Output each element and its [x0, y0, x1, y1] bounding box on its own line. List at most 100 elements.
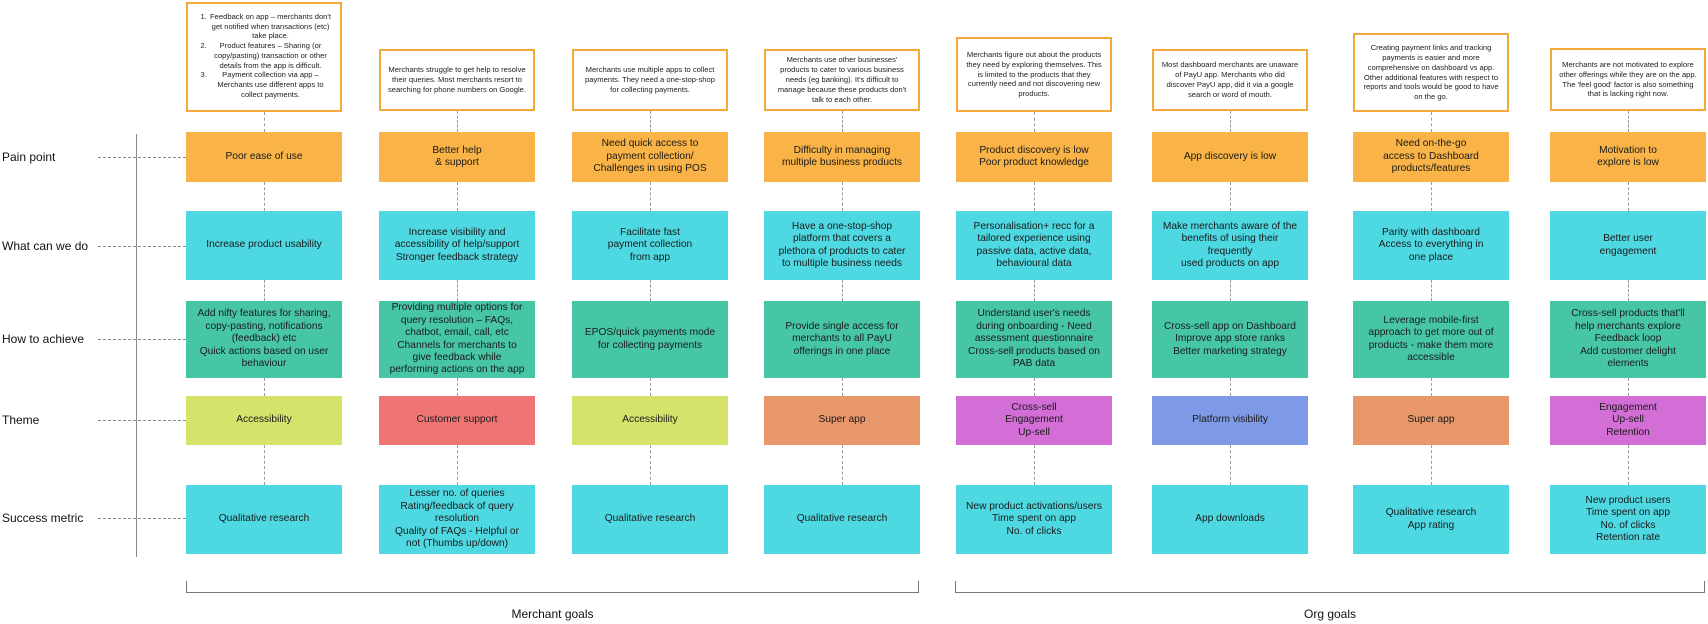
column-connector	[1628, 182, 1629, 211]
achieve-card: Add nifty features for sharing, copy-pas…	[186, 301, 342, 378]
column-connector	[1230, 111, 1231, 132]
merchant-goals-label: Merchant goals	[511, 607, 594, 621]
column-connector	[1431, 280, 1432, 301]
column-connector	[264, 445, 265, 485]
column-connector	[1230, 182, 1231, 211]
theme-card: Accessibility	[186, 396, 342, 445]
column-connector	[1431, 182, 1432, 211]
insight-note: Feedback on app – merchants don't get no…	[186, 2, 342, 112]
insight-note-item: Product features – Sharing (or copy/past…	[209, 41, 332, 70]
pain-card: Need on-the-go access to Dashboard produ…	[1353, 132, 1509, 182]
theme-card: Customer support	[379, 396, 535, 445]
achieve-card: Provide single access for merchants to a…	[764, 301, 920, 378]
column-connector	[457, 378, 458, 396]
column-connector	[650, 111, 651, 132]
column-connector	[264, 280, 265, 301]
cando-card: Parity with dashboard Access to everythi…	[1353, 211, 1509, 280]
column-connector	[1628, 445, 1629, 485]
theme-card: Super app	[1353, 396, 1509, 445]
cando-card: Personalisation+ recc for a tailored exp…	[956, 211, 1112, 280]
metric-card: Qualitative research	[186, 485, 342, 554]
metric-card: New product activations/users Time spent…	[956, 485, 1112, 554]
theme-card: Platform visibility	[1152, 396, 1308, 445]
row-label-theme: Theme	[2, 413, 40, 427]
column-connector	[650, 280, 651, 301]
row-axis-line	[136, 134, 137, 557]
column-connector	[457, 280, 458, 301]
row-connector	[98, 339, 186, 340]
row-label-success-metric: Success metric	[2, 511, 84, 525]
column-connector	[842, 445, 843, 485]
metric-card: Qualitative research	[572, 485, 728, 554]
column-connector	[1034, 280, 1035, 301]
column-connector	[1034, 182, 1035, 211]
column-connector	[457, 445, 458, 485]
achieve-card: Leverage mobile-first approach to get mo…	[1353, 301, 1509, 378]
theme-card: Accessibility	[572, 396, 728, 445]
row-label-how-to-achieve: How to achieve	[2, 332, 85, 346]
column-connector	[1431, 445, 1432, 485]
column-connector	[1628, 280, 1629, 301]
pain-card: Difficulty in managing multiple business…	[764, 132, 920, 182]
column-connector	[457, 182, 458, 211]
column-connector	[842, 111, 843, 132]
column-connector	[1034, 378, 1035, 396]
column-connector	[650, 445, 651, 485]
insight-note: Merchants are not motivated to explore o…	[1550, 48, 1706, 111]
pain-card: Product discovery is low Poor product kn…	[956, 132, 1112, 182]
metric-card: Lesser no. of queries Rating/feedback of…	[379, 485, 535, 554]
metric-card: App downloads	[1152, 485, 1308, 554]
column-connector	[1034, 445, 1035, 485]
row-connector	[98, 246, 186, 247]
achieve-card: Cross-sell products that'll help merchan…	[1550, 301, 1706, 378]
column-connector	[650, 378, 651, 396]
metric-card: Qualitative research App rating	[1353, 485, 1509, 554]
pain-card: Motivation to explore is low	[1550, 132, 1706, 182]
merchant-goals-bracket	[186, 581, 919, 593]
achieve-card: Cross-sell app on Dashboard Improve app …	[1152, 301, 1308, 378]
cando-card: Have a one-stop-shop platform that cover…	[764, 211, 920, 280]
insight-note: Merchants figure out about the products …	[956, 37, 1112, 112]
theme-card: Cross-sell Engagement Up-sell	[956, 396, 1112, 445]
row-connector	[98, 420, 186, 421]
org-goals-label: Org goals	[1303, 607, 1357, 621]
row-label-what-can-we-do: What can we do	[2, 239, 89, 253]
insight-note: Merchants struggle to get help to resolv…	[379, 49, 535, 111]
column-connector	[264, 112, 265, 132]
cando-card: Increase visibility and accessibility of…	[379, 211, 535, 280]
achieve-card: Providing multiple options for query res…	[379, 301, 535, 378]
pain-card: Poor ease of use	[186, 132, 342, 182]
pain-card: Need quick access to payment collection/…	[572, 132, 728, 182]
column-connector	[457, 111, 458, 132]
cando-card: Better user engagement	[1550, 211, 1706, 280]
column-connector	[1431, 112, 1432, 132]
insight-note: Merchants use multiple apps to collect p…	[572, 49, 728, 111]
insight-note-item: Payment collection via app – Merchants u…	[209, 70, 332, 99]
column-connector	[1230, 378, 1231, 396]
column-connector	[842, 280, 843, 301]
column-connector	[1230, 280, 1231, 301]
column-connector	[1628, 111, 1629, 132]
column-connector	[1230, 445, 1231, 485]
metric-card: Qualitative research	[764, 485, 920, 554]
row-connector	[98, 157, 186, 158]
column-connector	[650, 182, 651, 211]
theme-card: Super app	[764, 396, 920, 445]
cando-card: Increase product usability	[186, 211, 342, 280]
column-connector	[842, 182, 843, 211]
cando-card: Make merchants aware of the benefits of …	[1152, 211, 1308, 280]
metric-card: New product users Time spent on app No. …	[1550, 485, 1706, 554]
insight-note: Merchants use other businesses' products…	[764, 49, 920, 111]
insight-note: Most dashboard merchants are unaware of …	[1152, 49, 1308, 111]
column-connector	[264, 182, 265, 211]
row-label-pain-point: Pain point	[2, 150, 56, 164]
insight-note: Creating payment links and tracking paym…	[1353, 33, 1509, 112]
achieve-card: EPOS/quick payments mode for collecting …	[572, 301, 728, 378]
column-connector	[264, 378, 265, 396]
pain-card: App discovery is low	[1152, 132, 1308, 182]
row-connector	[98, 518, 186, 519]
column-connector	[1431, 378, 1432, 396]
theme-card: Engagement Up-sell Retention	[1550, 396, 1706, 445]
pain-card: Better help & support	[379, 132, 535, 182]
